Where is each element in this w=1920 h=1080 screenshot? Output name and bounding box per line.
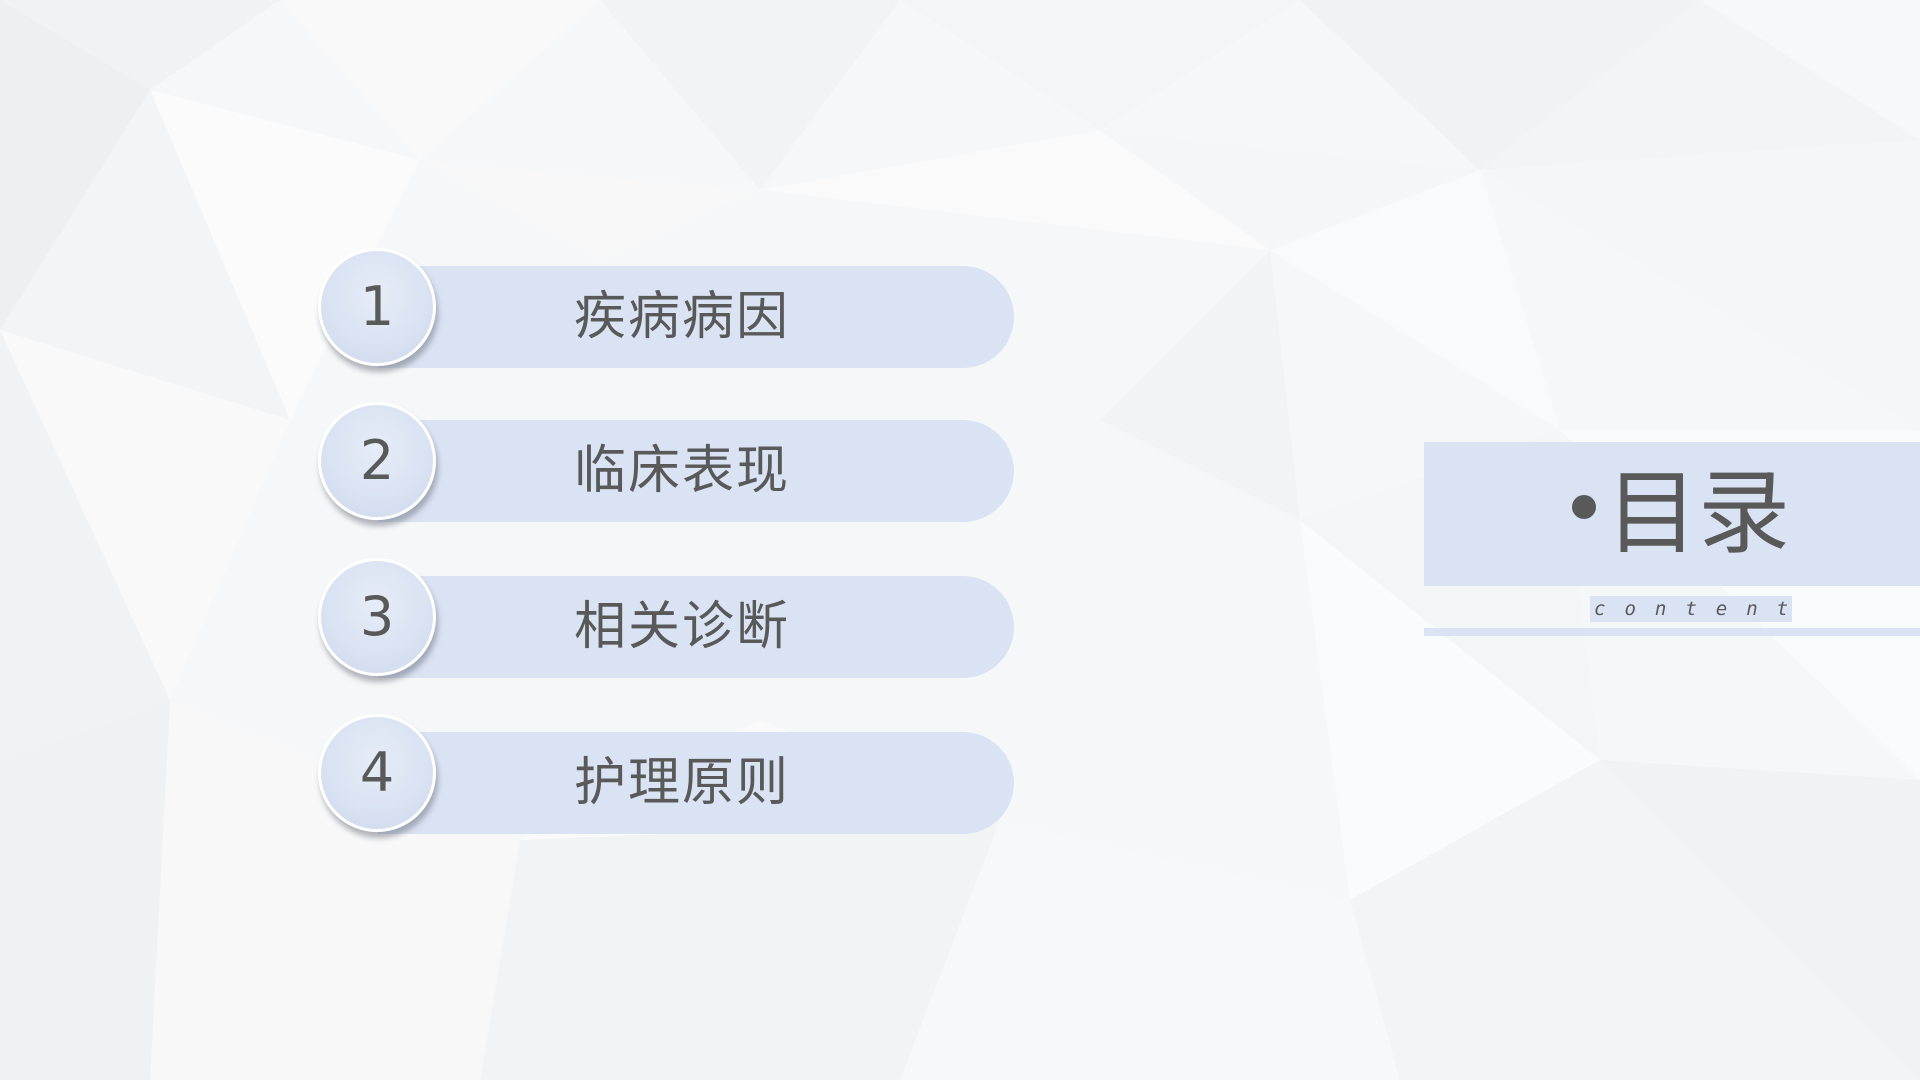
- toc-item-3-label: 相关诊断: [574, 597, 791, 657]
- page-subtitle: content: [1590, 596, 1792, 622]
- page-title: 目录: [1606, 460, 1791, 567]
- toc-item-1-label: 疾病病因: [574, 287, 791, 347]
- toc-item-4-number-circle: 4: [318, 714, 436, 832]
- toc-item-4[interactable]: 4 护理原则: [318, 714, 1014, 834]
- toc-item-1-pill: [378, 266, 1014, 368]
- toc-item-4-label: 护理原则: [574, 753, 791, 813]
- toc-item-4-pill: [378, 732, 1014, 834]
- toc-item-2-label: 临床表现: [574, 441, 791, 501]
- toc-item-2-pill: [378, 420, 1014, 522]
- toc-item-4-number: 4: [359, 741, 395, 804]
- toc-item-3[interactable]: 3 相关诊断: [318, 558, 1014, 678]
- toc-item-3-number: 3: [359, 585, 395, 648]
- toc-item-2[interactable]: 2 临床表现: [318, 402, 1014, 522]
- title-box: [1424, 442, 1920, 586]
- toc-item-2-number: 2: [359, 429, 395, 492]
- toc-item-1-number-circle: 1: [318, 248, 436, 366]
- toc-item-3-pill: [378, 576, 1014, 678]
- toc-item-2-number-circle: 2: [318, 402, 436, 520]
- toc-item-1-number: 1: [359, 275, 395, 338]
- toc-item-3-number-circle: 3: [318, 558, 436, 676]
- title-bullet-icon: [1572, 495, 1596, 519]
- toc-item-1[interactable]: 1 疾病病因: [318, 248, 1014, 368]
- title-underline: [1424, 628, 1920, 636]
